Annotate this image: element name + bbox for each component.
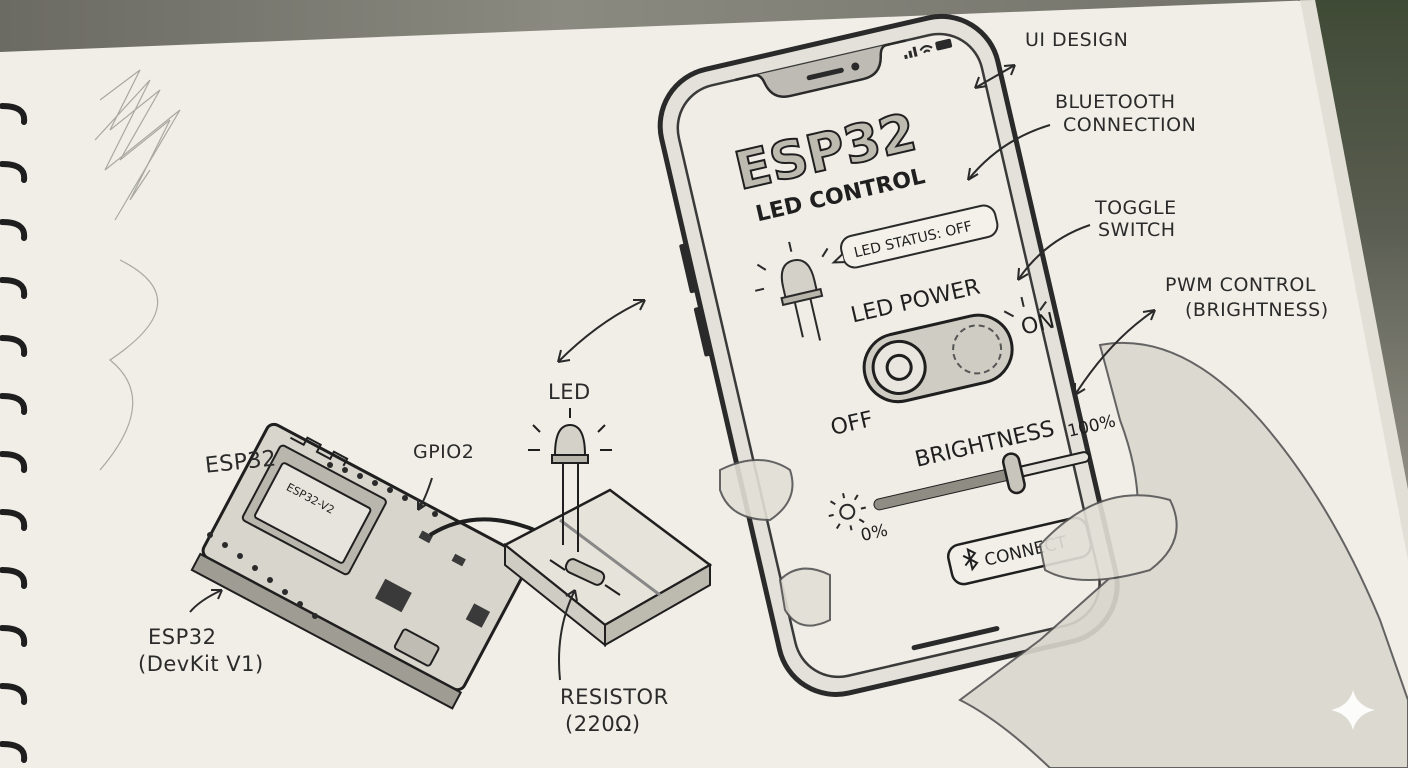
sun-icon — [828, 493, 867, 531]
spiral-binding — [0, 103, 28, 763]
signal-icon — [904, 46, 918, 60]
on-sparkle-lines — [1003, 296, 1047, 318]
brightness-slider-fill — [874, 469, 1015, 510]
annotation-toggle-line1: TOGGLE — [1095, 197, 1177, 219]
annotation-bluetooth-line2: CONNECTION — [1063, 114, 1197, 136]
annotation-ui-design: UI DESIGN — [1025, 29, 1129, 51]
annotation-led: LED — [548, 380, 591, 404]
annotation-bluetooth-line1: BLUETOOTH — [1055, 91, 1176, 113]
resistor — [549, 558, 621, 596]
status-icons — [904, 38, 953, 60]
annotation-pwm-line1: PWM CONTROL — [1165, 274, 1316, 296]
hand-sketch — [719, 341, 1408, 768]
esp32-board: ESP32-V2 — [190, 422, 530, 710]
wifi-icon — [919, 45, 933, 54]
annotation-arrows — [189, 64, 1156, 681]
led-component — [528, 408, 612, 552]
breadboard — [502, 488, 713, 648]
annotation-toggle-line2: SWITCH — [1098, 219, 1176, 241]
annotation-resistor-line1: RESISTOR — [560, 685, 669, 709]
pencil-scribble — [94, 69, 181, 471]
battery-icon — [935, 38, 953, 51]
bluetooth-icon — [962, 547, 979, 572]
annotation-gpio2: GPIO2 — [413, 441, 475, 463]
annotation-devkit-line2: (DevKit V1) — [138, 652, 264, 676]
brightness-slider-thumb — [1001, 452, 1026, 495]
annotation-devkit-line1: ESP32 — [148, 625, 217, 649]
annotation-pwm-line2: (BRIGHTNESS) — [1185, 299, 1329, 321]
annotation-resistor-line2: (220Ω) — [565, 712, 641, 736]
led-bulb-icon — [755, 241, 829, 341]
sparkle-icon — [1331, 690, 1375, 730]
led-power-toggle[interactable] — [857, 308, 1018, 408]
brightness-slider[interactable] — [870, 436, 1093, 524]
